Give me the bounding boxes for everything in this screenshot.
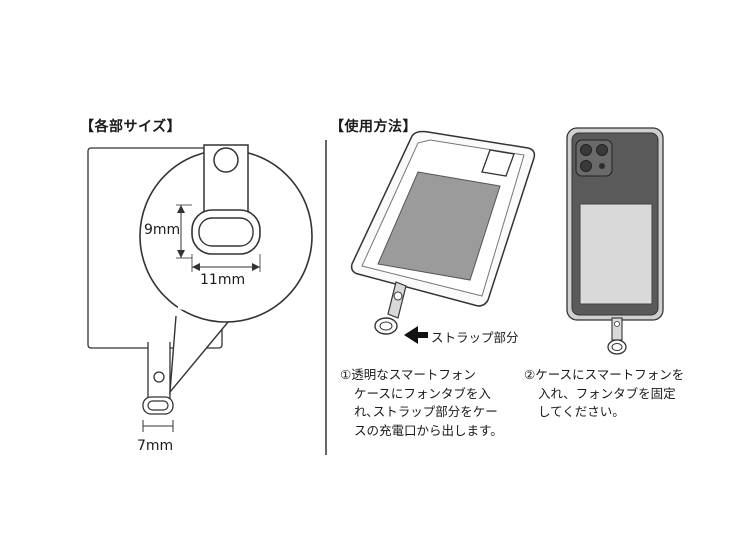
dimension-width-label: 11mm bbox=[200, 272, 246, 288]
step2-line: してください。 bbox=[538, 404, 625, 419]
step1-caption: ①透明なスマートフォン ケースにフォンタブを入 れ､ストラップ部分をケー スの充… bbox=[340, 366, 503, 440]
dimension-strap-label: 7mm bbox=[137, 438, 174, 454]
step1-line: ①透明なスマートフォン bbox=[340, 367, 476, 382]
step1-line: スの充電口から出します。 bbox=[354, 422, 503, 438]
step1-line: ケースにフォンタブを入 bbox=[354, 385, 491, 401]
step1-line: れ､ストラップ部分をケー bbox=[354, 404, 498, 419]
step2-line: ②ケースにスマートフォンを bbox=[524, 367, 685, 382]
strap-part-label: ストラップ部分 bbox=[431, 330, 519, 345]
size-section-heading: 【各部サイズ】 bbox=[80, 119, 182, 135]
step2-caption: ②ケースにスマートフォンを 入れ、フォンタブを固定 してください。 bbox=[524, 366, 684, 422]
step2-phone-case-illustration bbox=[566, 127, 664, 355]
dimension-height-label: 9mm bbox=[144, 222, 181, 238]
step2-line: 入れ、フォンタブを固定 bbox=[538, 385, 676, 401]
step1-clear-case-illustration bbox=[350, 130, 536, 344]
magnifier-callout bbox=[139, 144, 313, 395]
usage-section-heading: 【使用方法】 bbox=[330, 119, 417, 135]
